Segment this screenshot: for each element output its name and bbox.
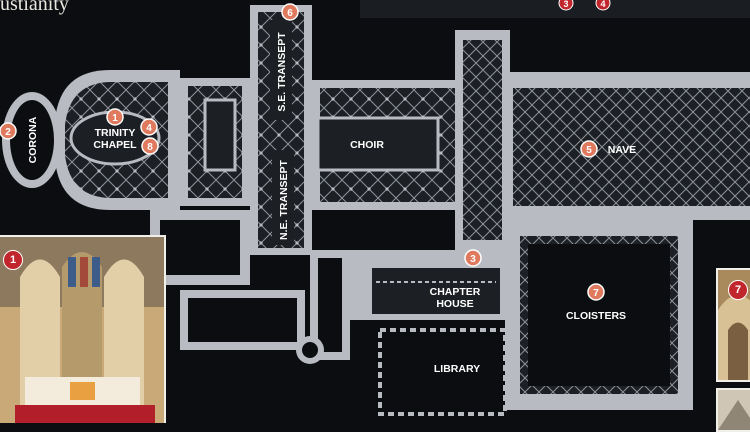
photo-marker-7: 7 [728,280,748,300]
marker-6[interactable]: 6 [281,3,299,21]
marker-1-number: 1 [112,113,118,124]
marker-3-number: 3 [470,254,476,265]
cloisters-block [505,220,693,410]
library-block [378,328,507,416]
secondary-photo [716,388,750,432]
marker-5-number: 5 [586,145,592,156]
floor-plan: CORONA TRINITY CHAPEL S.E. TRANSEPT N.E.… [0,0,750,416]
eastern-transept [250,5,312,255]
marker-2[interactable]: 2 [0,122,17,140]
top-marker-4-number: 4 [600,0,605,9]
corona-outline [2,92,62,188]
top-marker-4[interactable]: 4 [595,0,611,11]
altar-photo: 1 [0,235,166,423]
marker-4-number: 4 [146,123,152,134]
marker-7-number: 7 [593,288,599,299]
library-label: LIBRARY [434,363,480,375]
chapter-house-label-1: CHAPTER [430,286,481,298]
top-marker-3[interactable]: 3 [558,0,574,11]
marker-2-number: 2 [5,127,11,138]
photo-marker-1: 1 [3,250,23,270]
marker-8-number: 8 [147,142,153,153]
trinity-chapel-label-1: TRINITY [95,127,136,139]
trinity-chapel-label-2: CHAPEL [93,139,137,151]
east-crossing [180,78,250,206]
marker-5[interactable]: 5 [580,140,598,158]
se-transept-label: S.E. TRANSEPT [276,32,288,112]
cloisters-photo: 7 [716,268,750,382]
corona-label: CORONA [27,116,39,163]
marker-8[interactable]: 8 [141,137,159,155]
west-crossing [455,30,510,250]
top-marker-3-number: 3 [563,0,568,9]
marker-3[interactable]: 3 [464,249,482,267]
marker-4[interactable]: 4 [140,118,158,136]
ne-transept-label: N.E. TRANSEPT [278,159,290,240]
marker-7[interactable]: 7 [587,283,605,301]
nave-block [505,72,750,220]
west-ranges [150,210,350,364]
marker-1[interactable]: 1 [106,108,124,126]
marker-6-number: 6 [287,8,293,19]
caption-text: ustianity [0,0,69,15]
choir-block [312,80,472,210]
chapter-house-label-2: HOUSE [436,298,473,310]
nave-label: NAVE [608,144,636,156]
top-photo-strip [360,0,750,18]
choir-label: CHOIR [350,139,384,151]
cloisters-label: CLOISTERS [566,310,626,322]
chapter-house-block [350,250,505,320]
